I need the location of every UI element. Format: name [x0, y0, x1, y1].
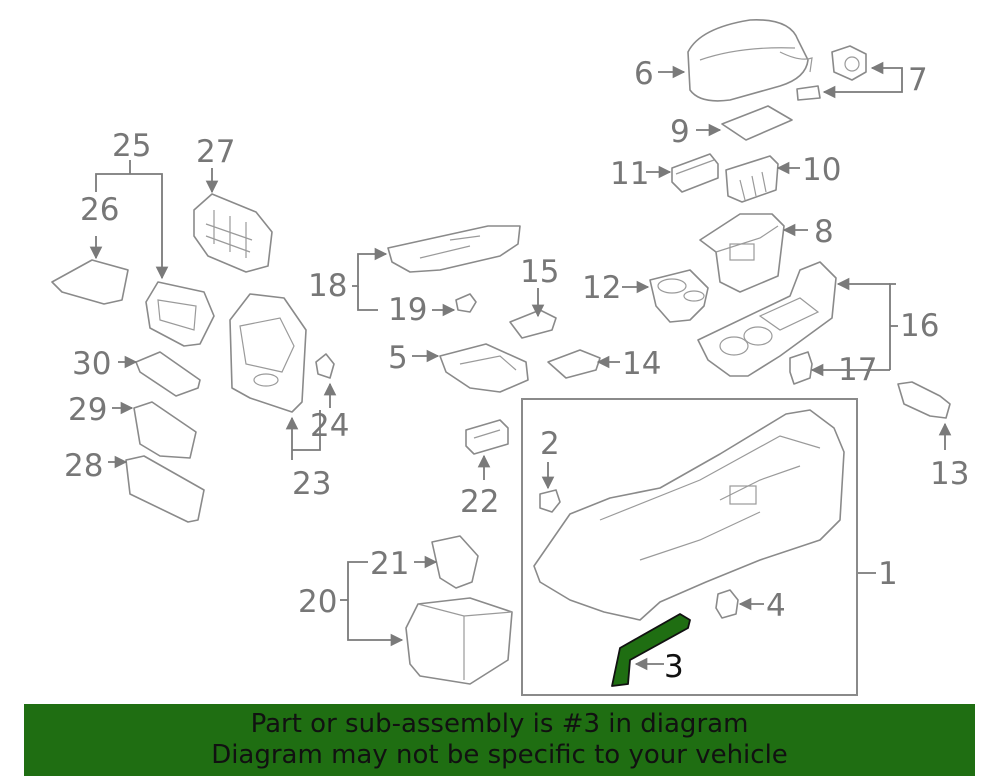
callout-labels: 1 2 3 4 5 6 7 8 9 10 11 12 13 14 15 16 1…	[64, 56, 969, 685]
parts-diagram: 1 2 3 4 5 6 7 8 9 10 11 12 13 14 15 16 1…	[51, 19, 969, 696]
part-10-holder	[725, 155, 779, 203]
callout-12: 12	[582, 270, 621, 306]
part-25-bezel	[145, 281, 215, 347]
banner-line-1: Part or sub-assembly is #3 in diagram	[250, 709, 749, 739]
leader-lines	[89, 61, 952, 671]
part-30-mat	[135, 351, 201, 397]
callout-9: 9	[670, 114, 690, 150]
callout-21: 21	[370, 546, 409, 582]
info-banner: Part or sub-assembly is #3 in diagram Di…	[24, 704, 975, 776]
part-20-rear-bin	[405, 597, 513, 685]
callout-14: 14	[622, 346, 661, 382]
part-1-frame	[521, 398, 858, 696]
part-1-console	[533, 409, 845, 621]
part-9-mat	[721, 105, 793, 141]
part-13-bracket	[897, 381, 951, 419]
part-21-pocket	[431, 535, 479, 589]
callout-18: 18	[308, 268, 347, 304]
callout-29: 29	[68, 392, 107, 428]
part-24-clip	[315, 353, 335, 379]
callout-7: 7	[908, 62, 928, 98]
part-29-tray	[133, 401, 197, 459]
part-11-insert	[671, 153, 719, 193]
callout-10: 10	[802, 152, 841, 188]
callout-15: 15	[520, 254, 559, 290]
part-6-armrest-lid	[687, 19, 813, 102]
callout-2: 2	[540, 426, 560, 462]
callout-24: 24	[310, 408, 349, 444]
part-16-top-panel	[697, 261, 837, 377]
part-4-bracket	[715, 589, 739, 619]
callout-28: 28	[64, 448, 103, 484]
callout-13: 13	[930, 456, 969, 492]
part-23-rear-panel	[229, 293, 307, 413]
callout-17: 17	[838, 352, 877, 388]
part-7-switch	[796, 45, 867, 101]
callout-8: 8	[814, 214, 834, 250]
callout-23: 23	[292, 466, 331, 502]
callout-3: 3	[664, 649, 684, 685]
callout-6: 6	[634, 56, 654, 92]
callout-16: 16	[900, 308, 939, 344]
part-19-clip	[455, 293, 477, 313]
callout-5: 5	[388, 340, 408, 376]
part-3-highlighted-trim	[611, 613, 691, 687]
part-27-vent	[193, 193, 273, 273]
part-18-trim	[387, 225, 521, 273]
part-17-clip	[789, 351, 813, 385]
callout-27: 27	[196, 134, 235, 170]
part-14-mat	[547, 349, 601, 379]
part-26-tray	[51, 259, 129, 305]
part-8-storage-bin	[699, 213, 785, 293]
part-5-shifter-bracket	[439, 343, 529, 393]
part-15-mat	[509, 309, 557, 339]
part-12-cupholder	[649, 269, 709, 323]
callout-30: 30	[72, 346, 111, 382]
callout-1: 1	[878, 556, 898, 592]
callout-20: 20	[298, 584, 337, 620]
banner-line-2: Diagram may not be specific to your vehi…	[211, 740, 788, 770]
callout-25: 25	[112, 128, 151, 164]
part-2-plug	[539, 489, 561, 513]
callout-26: 26	[80, 192, 119, 228]
part-28-bin	[125, 455, 205, 523]
callout-11: 11	[610, 156, 649, 192]
callout-4: 4	[766, 588, 786, 624]
callout-22: 22	[460, 484, 499, 520]
part-22-switch	[465, 419, 509, 455]
callout-19: 19	[388, 292, 427, 328]
